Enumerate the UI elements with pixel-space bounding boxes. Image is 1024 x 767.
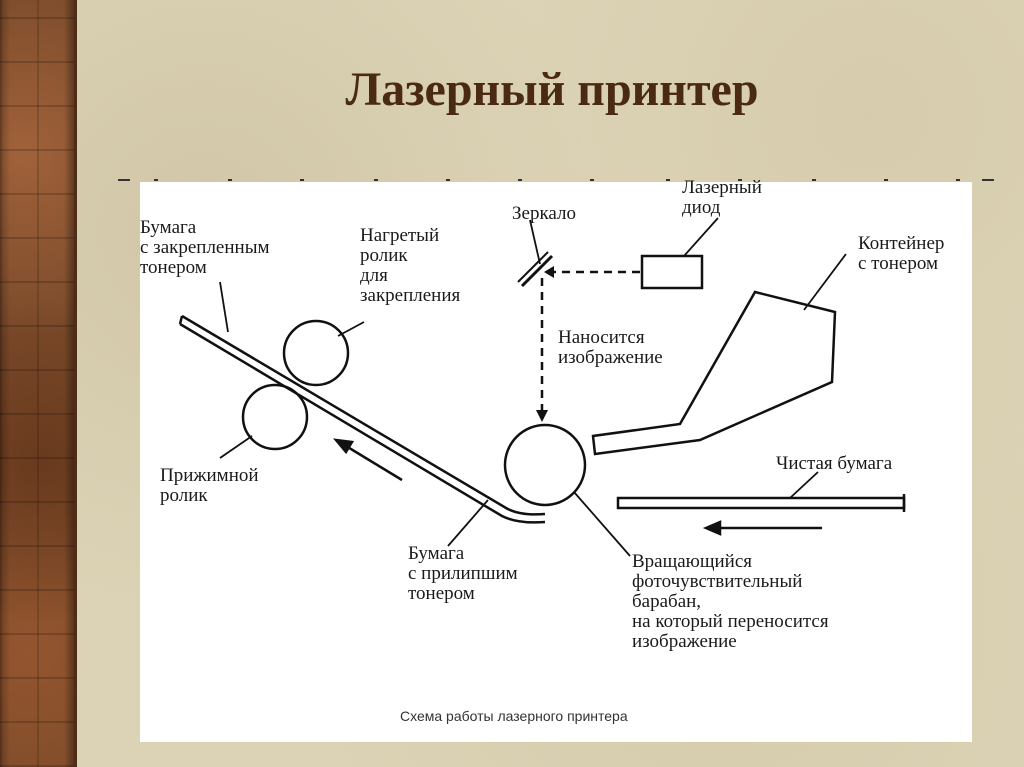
pressure-roller xyxy=(241,383,309,451)
clean-paper xyxy=(616,496,906,510)
label-paper-fixed-toner: Бумага с закрепленным тонером xyxy=(140,217,270,278)
laser-diode-box xyxy=(640,254,704,290)
toner-container xyxy=(591,290,837,456)
label-laser-diode: Лазерный диод xyxy=(682,177,762,218)
label-clean-paper: Чистая бумага xyxy=(776,453,893,474)
label-paper-stuck-toner: Бумага с прилипшим тонером xyxy=(408,543,518,604)
dotted-separator xyxy=(118,179,994,181)
decorative-strip-edge xyxy=(74,0,77,767)
photosensitive-drum xyxy=(503,423,587,507)
label-drum: Вращающийся фоточувствительный барабан, … xyxy=(632,551,829,652)
printer-diagram: Бумага с закрепленным тонером Нагретый р… xyxy=(140,178,972,742)
page-title: Лазерный принтер xyxy=(345,63,759,116)
heated-roller xyxy=(282,319,350,387)
label-pressure-roller: Прижимной ролик xyxy=(160,465,259,506)
paper-path xyxy=(181,314,546,516)
printer-diagram-graphic xyxy=(178,217,906,557)
paper-direction-arrow xyxy=(345,444,403,482)
label-image-applied: Наносится изображение xyxy=(558,327,663,368)
label-toner-container: Контейнер с тонером xyxy=(858,233,945,274)
arrow-head-beam xyxy=(544,266,554,278)
mirror xyxy=(520,254,554,288)
decorative-wood-strip xyxy=(0,0,74,767)
label-mirror: Зеркало xyxy=(512,203,576,224)
arrow-head-down xyxy=(536,410,548,422)
diagram-caption: Схема работы лазерного принтера xyxy=(400,708,628,724)
label-heated-roller: Нагретый ролик для закрепления xyxy=(360,225,461,306)
